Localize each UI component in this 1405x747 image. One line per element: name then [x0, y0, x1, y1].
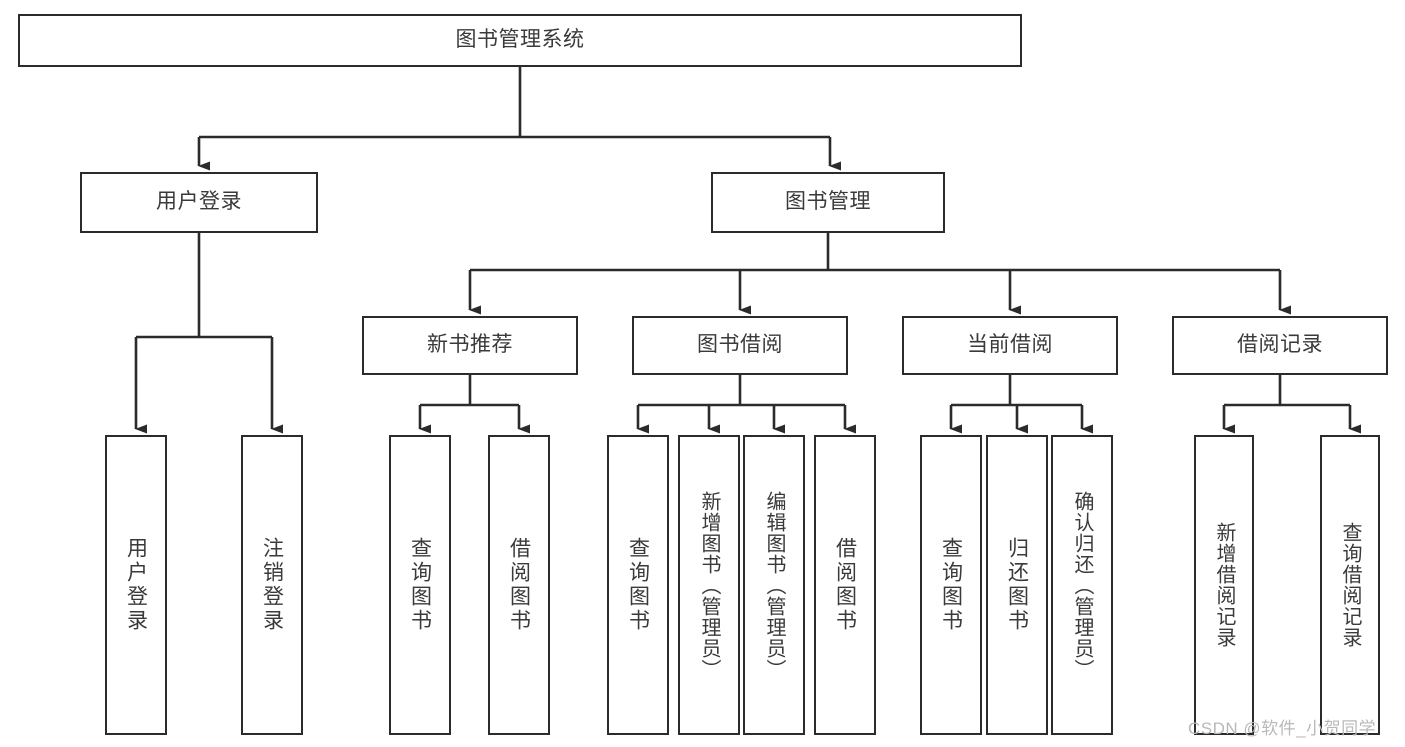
leaf-add-book-admin[interactable]: 新增图书（管理员） [678, 435, 740, 735]
node-label: 新书推荐 [427, 333, 513, 357]
leaf-query-book-current[interactable]: 查询图书 [920, 435, 982, 735]
leaf-logout-login[interactable]: 注销登录 [241, 435, 303, 735]
node-label: 查询借阅记录 [1339, 522, 1361, 648]
node-label: 图书管理系统 [455, 28, 585, 52]
leaf-query-borrow-record[interactable]: 查询借阅记录 [1320, 435, 1380, 735]
node-label: 归还图书 [1005, 537, 1029, 633]
node-label: 注销登录 [260, 537, 284, 633]
csdn-watermark: CSDN @软件_小贺同学 [1188, 719, 1377, 738]
leaf-edit-book-admin[interactable]: 编辑图书（管理员） [743, 435, 805, 735]
node-label: 借阅图书 [507, 537, 531, 633]
node-label: 新增图书（管理员） [698, 490, 720, 680]
node-label: 借阅图书 [833, 537, 857, 633]
node-book-borrow[interactable]: 图书借阅 [632, 316, 848, 375]
node-label: 用户登录 [124, 537, 148, 633]
leaf-confirm-return-admin[interactable]: 确认归还（管理员） [1051, 435, 1113, 735]
node-borrow-record[interactable]: 借阅记录 [1172, 316, 1388, 375]
node-root-system[interactable]: 图书管理系统 [18, 14, 1022, 67]
leaf-borrow-book[interactable]: 借阅图书 [814, 435, 876, 735]
node-label: 用户登录 [156, 190, 242, 214]
node-book-management[interactable]: 图书管理 [711, 172, 945, 233]
node-label: 图书借阅 [697, 333, 783, 357]
node-label: 查询图书 [626, 537, 650, 633]
leaf-query-book-borrow[interactable]: 查询图书 [607, 435, 669, 735]
node-label: 图书管理 [785, 190, 871, 214]
node-label: 新增借阅记录 [1213, 522, 1235, 648]
node-label: 编辑图书（管理员） [763, 490, 785, 680]
node-label: 确认归还（管理员） [1071, 490, 1093, 680]
node-current-borrow[interactable]: 当前借阅 [902, 316, 1118, 375]
leaf-user-login[interactable]: 用户登录 [105, 435, 167, 735]
leaf-add-borrow-record[interactable]: 新增借阅记录 [1194, 435, 1254, 735]
node-label: 当前借阅 [967, 333, 1053, 357]
node-label: 借阅记录 [1237, 333, 1323, 357]
leaf-borrow-book-recommend[interactable]: 借阅图书 [488, 435, 550, 735]
node-user-login[interactable]: 用户登录 [80, 172, 318, 233]
node-label: 查询图书 [939, 537, 963, 633]
node-label: 查询图书 [408, 537, 432, 633]
leaf-query-book-recommend[interactable]: 查询图书 [389, 435, 451, 735]
node-new-book-recommend[interactable]: 新书推荐 [362, 316, 578, 375]
leaf-return-book[interactable]: 归还图书 [986, 435, 1048, 735]
